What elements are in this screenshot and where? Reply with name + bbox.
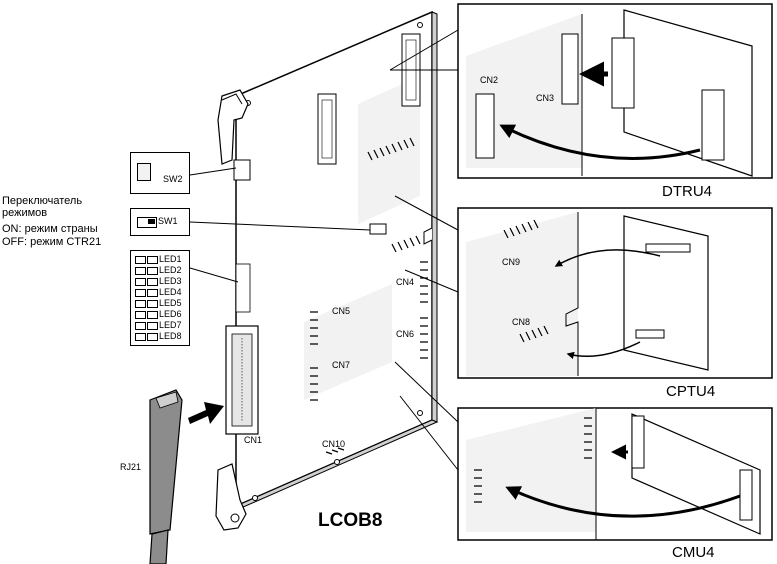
sw2-switch xyxy=(233,159,251,181)
cn1-connector xyxy=(225,325,259,435)
cn10-label: CN10 xyxy=(322,439,346,449)
led-1-label: LED1 xyxy=(159,254,182,264)
sw2-icon xyxy=(137,163,151,181)
sw1-icon xyxy=(137,217,157,228)
sw2-callout: SW2 xyxy=(130,152,190,194)
insert-arrow xyxy=(188,402,224,424)
cmu4-title: CMU4 xyxy=(672,544,715,561)
led-row: LED8 xyxy=(135,331,182,341)
sw1-switch xyxy=(369,223,387,235)
led-7-label: LED7 xyxy=(159,320,182,330)
sw1-callout: SW1 xyxy=(130,208,190,236)
cn1-label: CN1 xyxy=(244,435,263,445)
cn4-label: CN4 xyxy=(396,277,415,287)
led-row: LED7 xyxy=(135,320,182,330)
cn5-label: CN5 xyxy=(332,306,351,316)
leader-lines xyxy=(189,29,459,471)
sw1-label: SW1 xyxy=(158,216,178,226)
led-4-label: LED4 xyxy=(159,287,182,297)
rj21-cable xyxy=(149,389,183,564)
main-board xyxy=(234,10,439,509)
cn8-label: CN8 xyxy=(512,317,531,327)
cn2-label: CN2 xyxy=(480,75,499,85)
led-row: LED4 xyxy=(135,287,182,297)
sw2-label: SW2 xyxy=(163,174,183,184)
led-row: LED6 xyxy=(135,309,182,319)
cmu4-detail xyxy=(457,407,773,541)
rj21-label: RJ21 xyxy=(120,462,142,472)
led-2-label: LED2 xyxy=(159,265,182,275)
led-row: LED3 xyxy=(135,276,182,286)
board-connector-mid xyxy=(317,93,337,165)
mode-switch-on: ON: режим страны xyxy=(2,223,98,235)
cn7-label: CN7 xyxy=(332,360,351,370)
led-row: LED1 xyxy=(135,254,182,264)
led-row: LED5 xyxy=(135,298,182,308)
led-6-label: LED6 xyxy=(159,309,182,319)
mode-switch-title-1: Переключатель xyxy=(2,195,83,207)
mode-switch-off: OFF: режим CTR21 xyxy=(2,236,102,248)
cptu4-detail xyxy=(457,207,773,379)
dtru4-title: DTRU4 xyxy=(662,183,713,200)
mode-switch-title-2: режимов xyxy=(2,207,48,219)
cn6-label: CN6 xyxy=(396,329,415,339)
dtru4-detail xyxy=(457,3,773,179)
cn3-label: CN3 xyxy=(536,93,555,103)
led-3-label: LED3 xyxy=(159,276,182,286)
led-5-label: LED5 xyxy=(159,298,182,308)
led-strip xyxy=(235,263,251,313)
cptu4-title: CPTU4 xyxy=(666,383,716,400)
led-callout: LED1 LED2 LED3 LED4 LED5 LED6 LED7 LED8 xyxy=(130,250,190,346)
top-lever xyxy=(217,89,249,165)
cn9-label: CN9 xyxy=(502,257,521,267)
bottom-lever xyxy=(215,463,247,531)
led-row: LED2 xyxy=(135,265,182,275)
led-8-label: LED8 xyxy=(159,331,182,341)
board-title: LCOB8 xyxy=(318,510,383,531)
